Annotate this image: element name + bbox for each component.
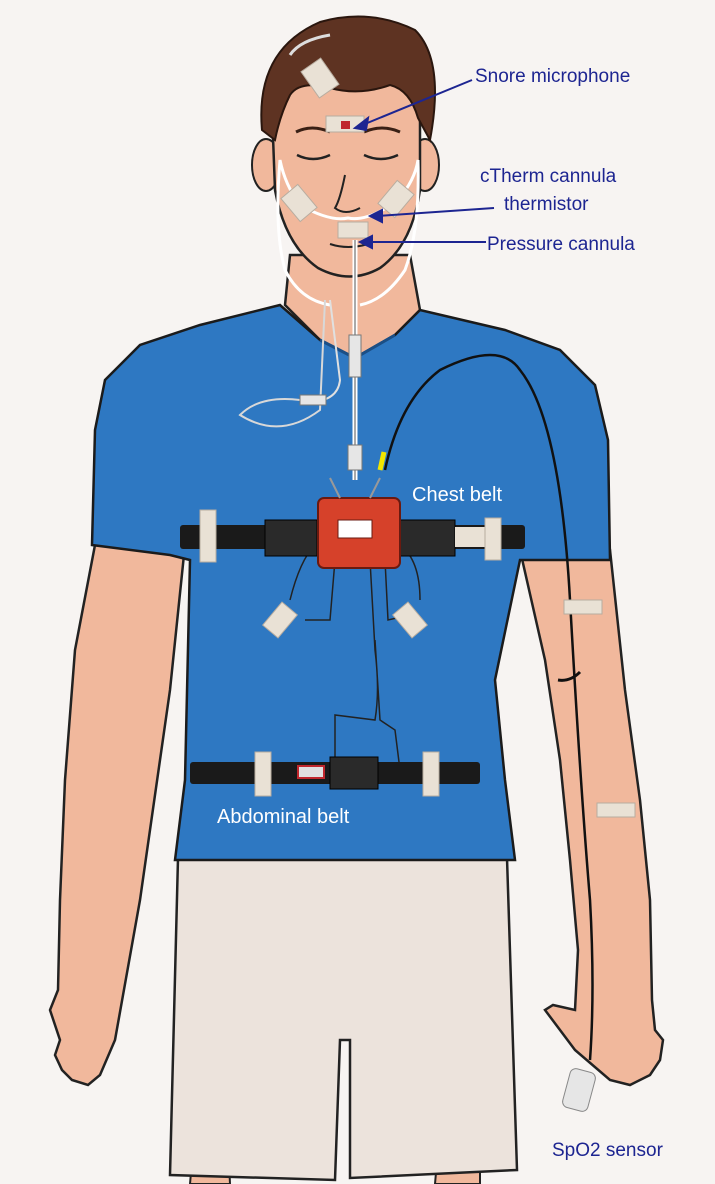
left-arm xyxy=(50,545,185,1085)
abdominal-belt-label: Abdominal belt xyxy=(217,806,349,829)
spo2-finger-sensor xyxy=(561,1067,596,1112)
spo2-sensor-label: SpO2 sensor xyxy=(552,1140,663,1162)
pressure-cannula-label: Pressure cannula xyxy=(487,234,635,256)
thermistor-label: thermistor xyxy=(504,194,588,216)
snore-microphone-sensor xyxy=(341,121,350,129)
chest-belt-label: Chest belt xyxy=(412,484,502,507)
ctherm-cannula-label: cTherm cannula xyxy=(480,166,616,188)
shorts xyxy=(170,858,517,1180)
snore-microphone-label: Snore microphone xyxy=(475,66,630,88)
